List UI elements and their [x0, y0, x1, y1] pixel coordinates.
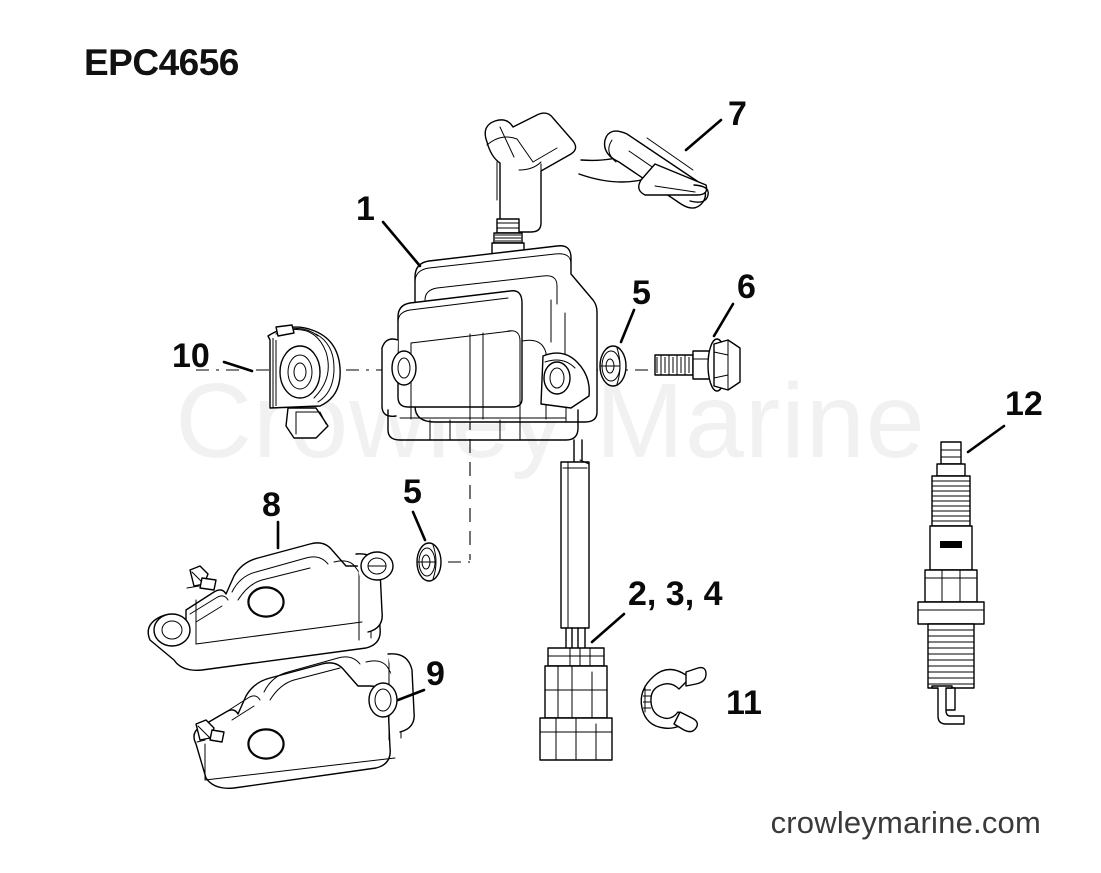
callout-2-3-4: 2, 3, 4 [628, 575, 723, 613]
washer-upper [600, 346, 626, 386]
wire-connector-assembly [540, 440, 612, 760]
callout-10: 10 [172, 337, 210, 375]
leader-5b [413, 512, 425, 540]
page-title: EPC4656 [84, 42, 239, 83]
mounting-bracket-short [194, 654, 414, 788]
washer-lower [417, 543, 441, 581]
callout-8: 8 [262, 486, 281, 524]
callout-5-lower: 5 [403, 473, 422, 511]
callout-1: 1 [356, 190, 375, 228]
leader-5a [621, 310, 634, 342]
leader-7 [686, 120, 721, 150]
leader-12 [968, 426, 1004, 452]
leader-6 [714, 304, 733, 336]
leader-234 [592, 614, 624, 642]
callout-6: 6 [737, 268, 756, 306]
ignition-coil [382, 219, 597, 440]
mounting-bracket-long [148, 543, 393, 670]
grommet-bushing [268, 325, 340, 438]
footer-brand: crowleymarine.com [770, 805, 1041, 840]
retaining-clip [641, 668, 706, 732]
callout-12: 12 [1005, 385, 1043, 423]
callout-7: 7 [728, 95, 747, 133]
leader-9 [398, 690, 424, 700]
callout-5-upper: 5 [632, 274, 651, 312]
leader-10 [224, 362, 252, 371]
leader-lines [224, 120, 1004, 700]
spark-plug [918, 442, 984, 724]
callout-9: 9 [426, 655, 445, 693]
spark-plug-lead-boot [485, 113, 708, 232]
shoulder-bolt [655, 339, 740, 391]
callout-11: 11 [726, 684, 762, 722]
leader-1 [383, 222, 420, 266]
